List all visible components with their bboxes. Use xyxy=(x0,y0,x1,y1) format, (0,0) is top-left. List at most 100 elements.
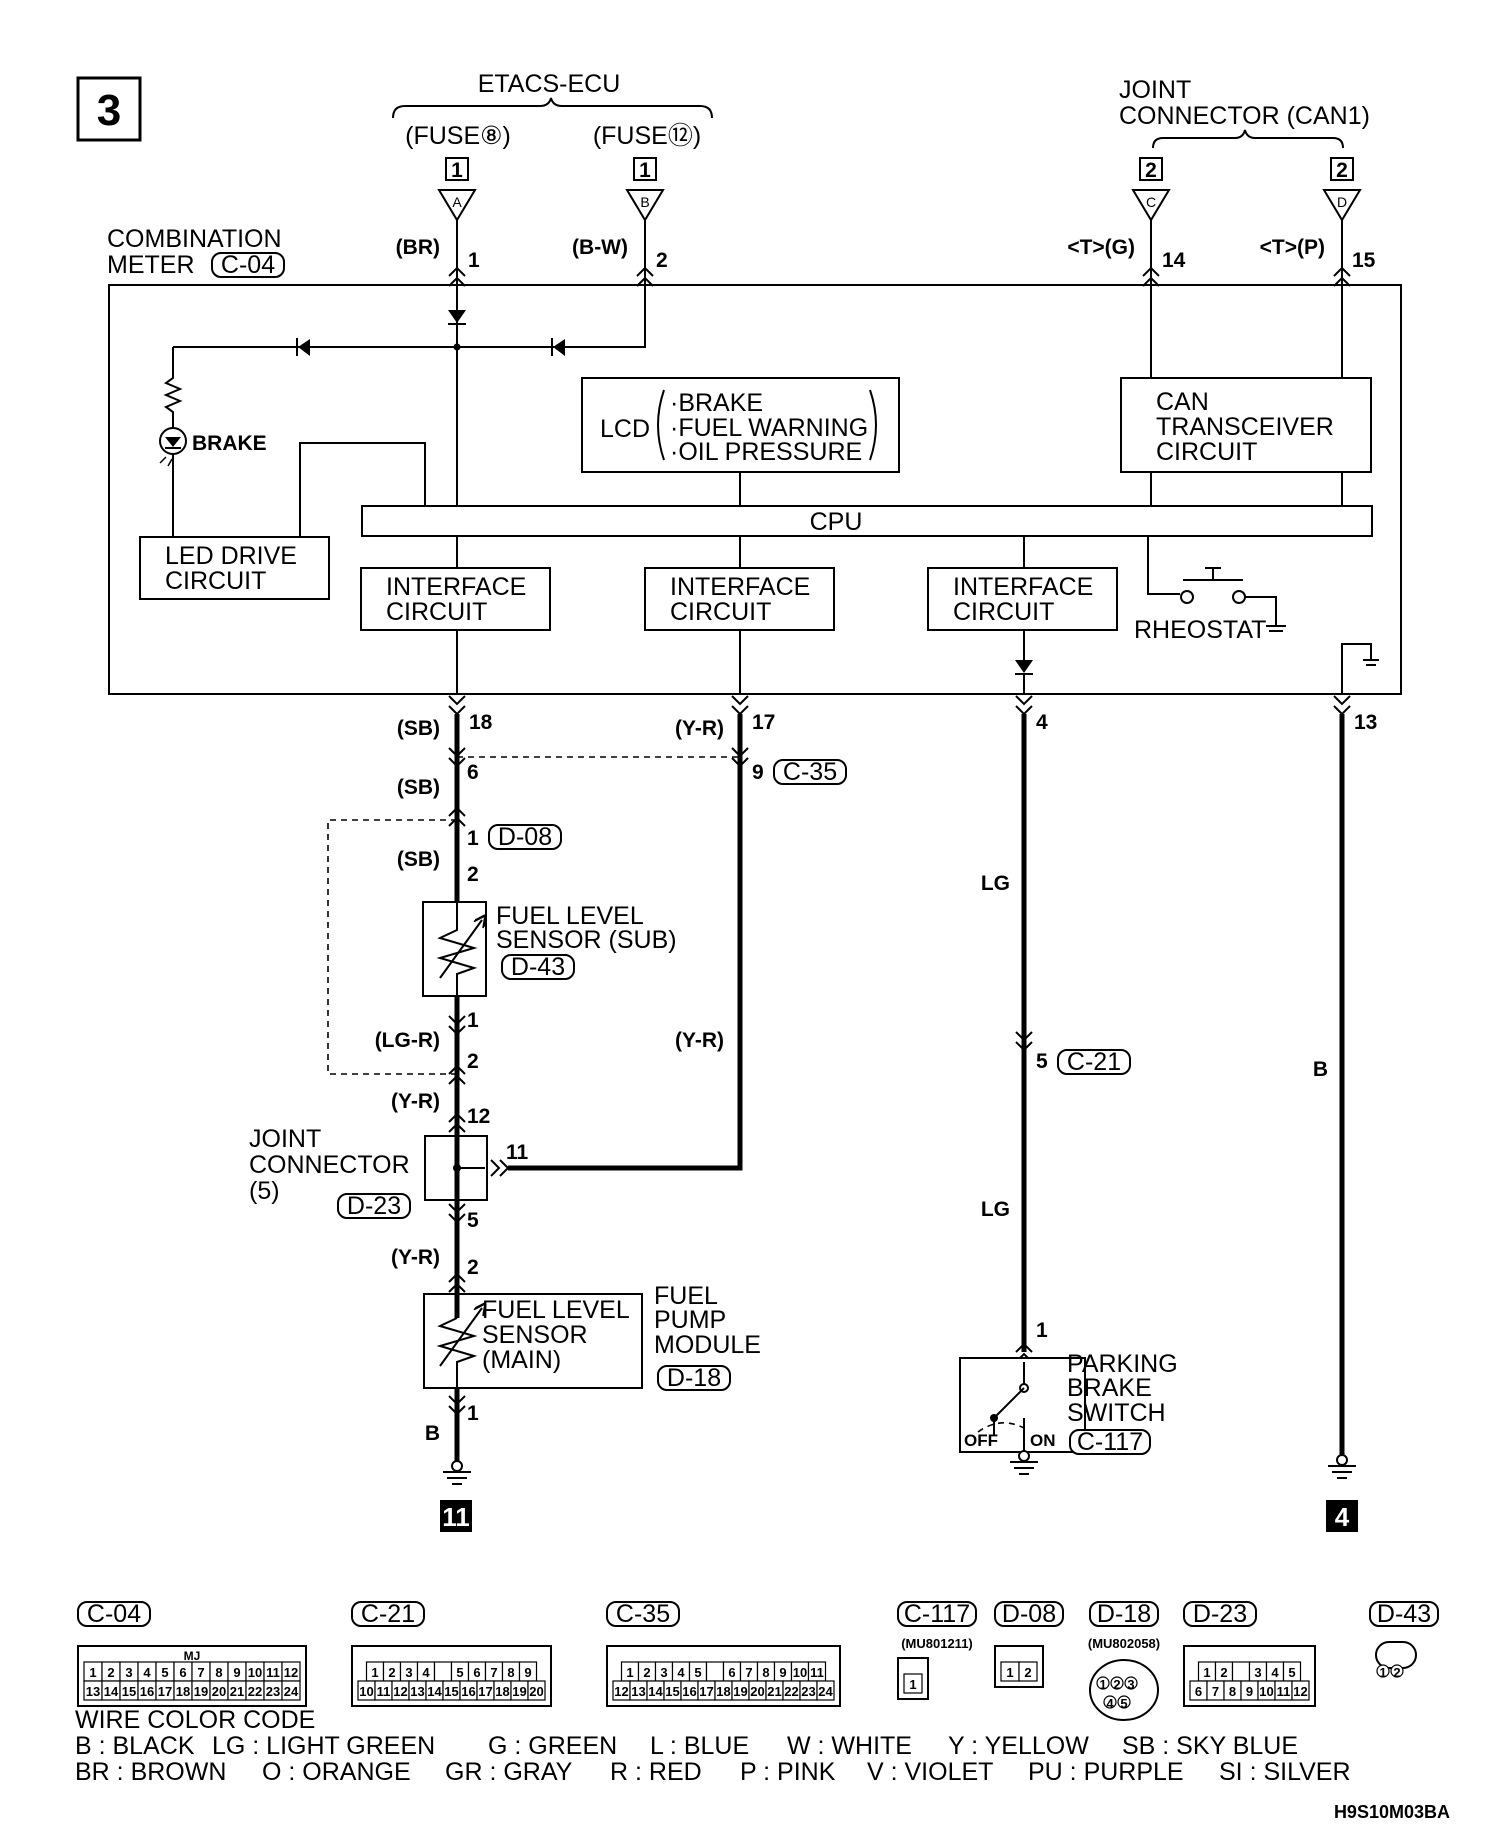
connector-view-pin-label-d-43: 1 xyxy=(1379,1665,1386,1680)
connector-view-badge-d-18 xyxy=(1089,1601,1159,1627)
connector-view-pin-label-c-04: 24 xyxy=(284,1684,299,1699)
pin17-wire: (Y-R) xyxy=(675,717,724,740)
svg-text:SI : SILVER: SI : SILVER xyxy=(1219,1758,1351,1786)
lgr-wire: (LG-R) xyxy=(375,1029,440,1052)
svg-text:1: 1 xyxy=(451,159,463,182)
can-connector-d: 2 D xyxy=(1322,157,1362,222)
d18-pin2: 2 xyxy=(467,1256,479,1279)
svg-text:O : ORANGE: O : ORANGE xyxy=(262,1758,411,1786)
connector-view-badge-c-21 xyxy=(351,1601,425,1627)
pin18-wire: (SB) xyxy=(397,717,440,740)
connector-view-pin-label-d-23: 4 xyxy=(1271,1665,1279,1680)
connector-view-pin-label-c-35: 9 xyxy=(779,1665,786,1680)
lcd-item-oil-pressure: ·OIL PRESSURE xyxy=(670,438,862,466)
connector-view-pin-d-08 xyxy=(1018,1661,1038,1682)
connector-view-pin-label-c-35: 19 xyxy=(733,1684,747,1699)
d43-pin1: 1 xyxy=(467,1009,479,1032)
connector-view-pin-d-18 xyxy=(1103,1695,1117,1709)
d43-pin2: 2 xyxy=(467,1050,479,1073)
connector-view-pin-label-c-35: 4 xyxy=(677,1665,685,1680)
connector-view-pin-label-c-35: 2 xyxy=(643,1665,650,1680)
connector-view-pin-label-c-35: 17 xyxy=(699,1684,713,1699)
d43-connector: D-43 xyxy=(511,953,565,981)
pin6-label: 6 xyxy=(467,761,479,784)
connector-view-part-c-117: (MU801211) xyxy=(901,1636,973,1651)
connector-view-pin-d-43 xyxy=(1390,1664,1404,1678)
interface-1-line1: INTERFACE xyxy=(386,573,526,601)
connector-view-pin-label-d-23: 8 xyxy=(1229,1684,1236,1699)
connector-view-pin-label-c-04: 8 xyxy=(215,1665,222,1680)
led-drive-line1: LED DRIVE xyxy=(165,542,297,570)
switch-line3: SWITCH xyxy=(1067,1399,1166,1427)
pump-line3: MODULE xyxy=(654,1331,761,1359)
page-number: 3 xyxy=(97,86,121,135)
sb-wire-2: (SB) xyxy=(397,776,440,799)
connector-view-pin-label-c-35: 10 xyxy=(793,1665,807,1680)
connector-view-pin-label-c-04: 6 xyxy=(179,1665,186,1680)
connector-view-pin-d-18 xyxy=(1124,1676,1138,1690)
connector-view-pin-label-c-04: 3 xyxy=(125,1665,132,1680)
c21-connector: C-21 xyxy=(1067,1048,1121,1076)
combination-meter-connector: C-04 xyxy=(221,251,275,279)
connector-view-code-d-18: D-18 xyxy=(1097,1600,1151,1628)
connector-view-badge-d-23 xyxy=(1183,1601,1257,1627)
connector-view-pin-label-c-21: 20 xyxy=(529,1684,543,1699)
connector-view-pin-label-d-08: 1 xyxy=(1006,1665,1013,1680)
connector-view-pin-label-c-35: 15 xyxy=(665,1684,679,1699)
connector-view-pin-c-21 xyxy=(433,1661,453,1682)
connector-view-pin-label-c-35: 11 xyxy=(810,1665,824,1680)
connector-view-pin-label-c-21: 15 xyxy=(444,1684,458,1699)
connector-view-pin-label-c-21: 13 xyxy=(410,1684,424,1699)
svg-text:P : PINK: P : PINK xyxy=(740,1758,836,1786)
wire-color-title: WIRE COLOR CODE xyxy=(75,1706,315,1734)
svg-text:C: C xyxy=(1146,194,1156,210)
main-sensor-line2: SENSOR xyxy=(482,1321,588,1349)
pump-line2: PUMP xyxy=(654,1306,726,1334)
c21-pin5: 5 xyxy=(1036,1050,1048,1073)
connector-view-pin-d-18 xyxy=(1117,1695,1131,1709)
connector-view-pin-label-c-04: 16 xyxy=(140,1684,154,1699)
d23-connector: D-23 xyxy=(347,1192,401,1220)
pin17-number: 17 xyxy=(752,711,775,734)
connector-view-pin-label-d-23: 12 xyxy=(1293,1684,1307,1699)
connector-view-pin-label-c-04: 14 xyxy=(104,1684,119,1699)
switch-line1: PARKING xyxy=(1067,1350,1178,1378)
connector-view-pin-label-c-35: 20 xyxy=(750,1684,764,1699)
connector-view-pin-label-c-21: 1 xyxy=(371,1665,378,1680)
connector-view-pin-label-c-21: 4 xyxy=(422,1665,430,1680)
combination-meter-line1: COMBINATION xyxy=(107,225,282,253)
interface-2-line2: CIRCUIT xyxy=(670,598,771,626)
d08-pin2: 2 xyxy=(467,863,479,886)
connector-view-pin-label-c-04: 11 xyxy=(266,1665,280,1680)
connector-view-code-d-43: D-43 xyxy=(1377,1600,1431,1628)
connector-view-pin-label-c-21: 19 xyxy=(512,1684,526,1699)
joint-5-line1: JOINT xyxy=(249,1125,321,1153)
connector-view-pin-label-d-23: 6 xyxy=(1195,1684,1202,1699)
connector-view-pin-d-23 xyxy=(1231,1661,1251,1682)
connector-view-pin-label-c-21: 14 xyxy=(427,1684,442,1699)
connector-view-pin-label-c-35: 21 xyxy=(767,1684,781,1699)
svg-text:PU : PURPLE: PU : PURPLE xyxy=(1028,1758,1184,1786)
connector-view-pin-label-c-21: 16 xyxy=(461,1684,475,1699)
pin15-wire: <T>(P) xyxy=(1260,236,1325,259)
etacs-ecu-title: ETACS-ECU xyxy=(478,70,621,98)
connector-view-pin-label-c-35: 22 xyxy=(784,1684,798,1699)
switch-on: ON xyxy=(1030,1431,1056,1450)
main-sensor-line1: FUEL LEVEL xyxy=(482,1296,630,1324)
connector-view-code-c-04: C-04 xyxy=(87,1600,141,1628)
connector-view-pin-label-c-35: 3 xyxy=(660,1665,667,1680)
connector-view-pin-label-c-35: 5 xyxy=(694,1665,701,1680)
fuse-8-label: (FUSE⑧) xyxy=(405,122,511,150)
can-line3: CIRCUIT xyxy=(1156,438,1257,466)
connector-view-pin-c-04 xyxy=(281,1680,301,1701)
combination-meter-line2: METER xyxy=(107,251,195,279)
connector-view-pin-label-d-23: 9 xyxy=(1246,1684,1253,1699)
svg-text:D: D xyxy=(1337,194,1347,210)
fuse-12-label: (FUSE⑫) xyxy=(593,122,701,150)
connector-view-pin-label-c-21: 11 xyxy=(377,1684,391,1699)
connector-view-pin-d-18 xyxy=(1110,1676,1124,1690)
connector-view-pin-label-c-21: 6 xyxy=(473,1665,480,1680)
joint-can-line2: CONNECTOR (CAN1) xyxy=(1119,102,1370,130)
